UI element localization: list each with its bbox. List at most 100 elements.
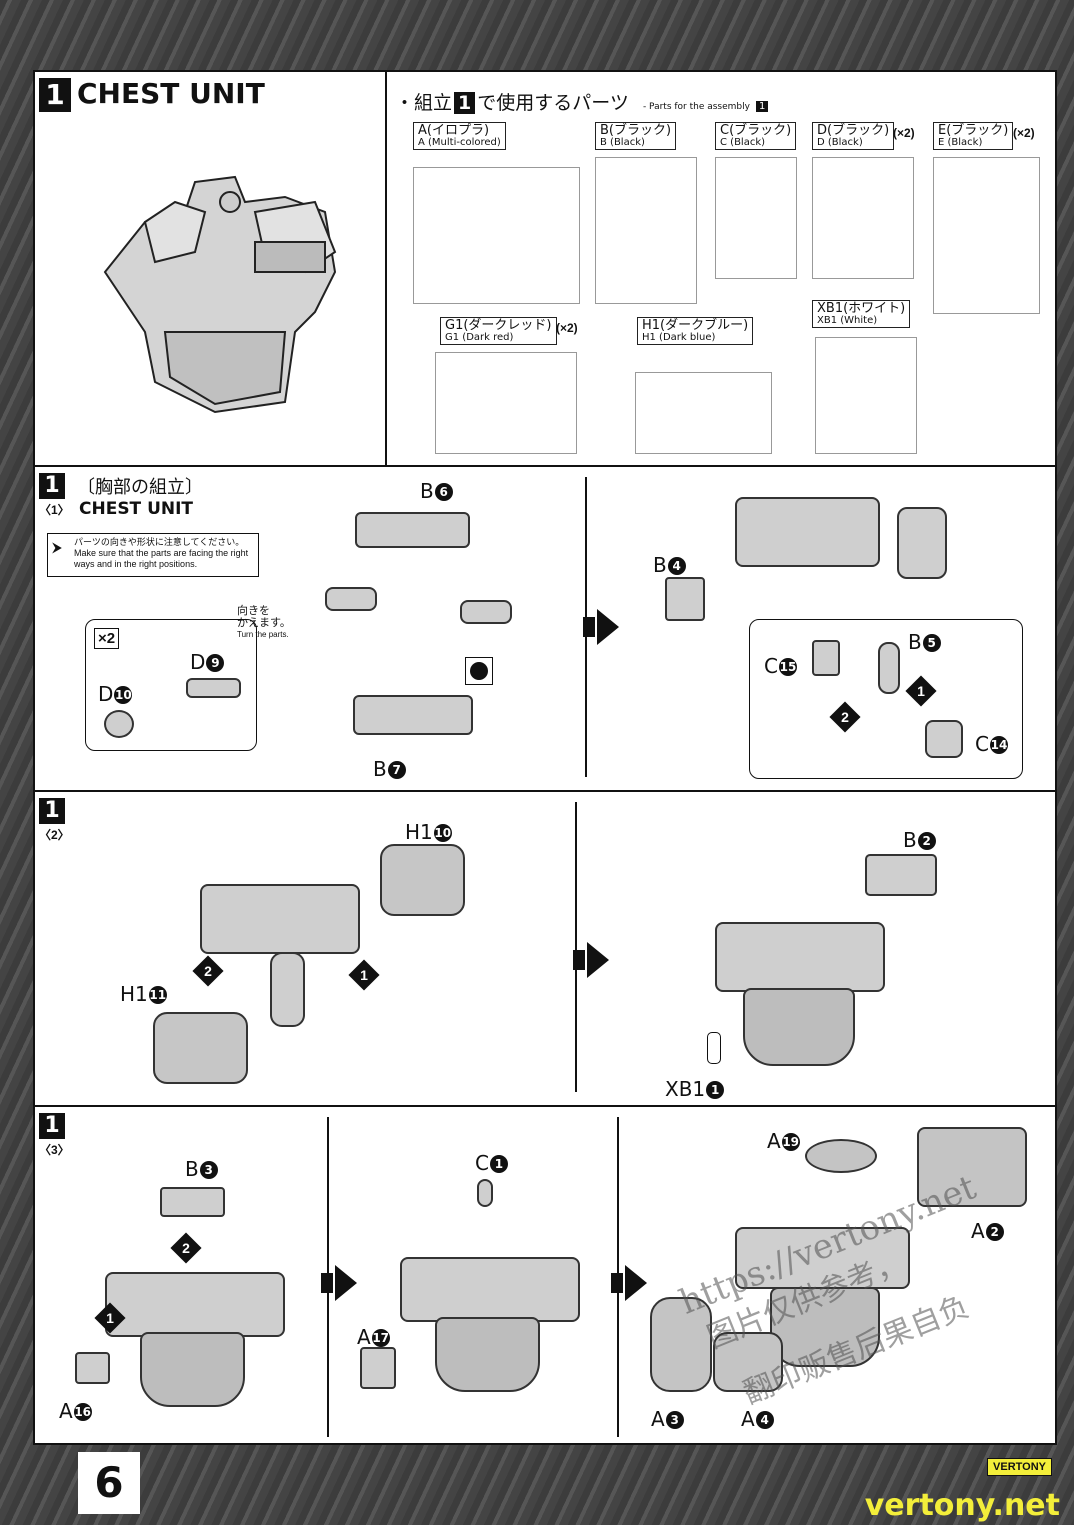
runner-d-label: D(ブラック)D (Black) [812, 122, 895, 150]
step-1-title-jp: 〔胸部の組立〕 [77, 477, 203, 498]
runner-a-frame [413, 167, 580, 304]
part-d9-left [325, 587, 377, 611]
next-arrow-4 [611, 1265, 647, 1301]
runner-e-label: E(ブラック)E (Black) [933, 122, 1014, 150]
part-b6 [355, 512, 470, 548]
step-2-number: 1 [39, 798, 65, 824]
warning-arrows-icon: ⮞ [52, 539, 63, 555]
runner-b-label: B(ブラック)B (Black) [595, 122, 677, 150]
order-badge-1: 1 [348, 959, 380, 991]
step-3-sub: 〈3〉 [39, 1143, 70, 1157]
order-badge-1: 1 [905, 675, 937, 707]
times-two-badge: ×2 [94, 628, 120, 649]
order-badge-2: 2 [170, 1232, 202, 1264]
waist-block-4 [140, 1332, 245, 1407]
waist-block-6 [770, 1287, 880, 1367]
part-b2 [865, 854, 937, 896]
part-d9-right [460, 600, 512, 624]
chest-frame-assembly-5 [400, 1257, 580, 1322]
part-a3 [650, 1297, 712, 1392]
waist-block-5 [435, 1317, 540, 1392]
chest-unit-illustration [103, 175, 337, 414]
page-title: CHEST UNIT [77, 77, 265, 110]
chest-frame-assembly-1 [735, 497, 880, 567]
shoulder-joint-left [270, 952, 305, 1027]
runner-c-label: C(ブラック)C (Black) [715, 122, 797, 150]
parts-heading-jp-post: で使用するパーツ [477, 92, 629, 114]
runner-e-frame [933, 157, 1040, 314]
chest-frame-assembly-2 [200, 884, 360, 954]
header-divider [385, 72, 387, 465]
step-1-number: 1 [39, 473, 65, 499]
part-a17 [360, 1347, 396, 1389]
order-badge-2: 2 [192, 955, 224, 987]
part-a16 [75, 1352, 110, 1384]
part-a19 [805, 1139, 877, 1173]
runner-xb1-frame [815, 337, 917, 454]
brand-logo-text: vertony.net [864, 1488, 1060, 1523]
runner-d-frame [812, 157, 914, 279]
sprue-cut-icon [465, 657, 493, 685]
runner-e-multiplier: (×2) [1013, 126, 1035, 140]
part-b3 [160, 1187, 225, 1217]
step-1-title-en: CHEST UNIT [79, 499, 194, 519]
parts-heading-jp-pre: 組立 [414, 92, 453, 114]
parts-heading-en: - Parts for the assembly [642, 102, 750, 112]
part-h1-11 [153, 1012, 248, 1084]
runner-g1-label: G1(ダークレッド)G1 (Dark red) [440, 317, 557, 345]
part-d9 [186, 678, 241, 698]
next-arrow-3 [321, 1265, 357, 1301]
part-b5 [878, 642, 900, 694]
next-arrow-1 [583, 609, 619, 645]
runner-xb1-label: XB1(ホワイト)XB1 (White) [812, 300, 911, 328]
order-badge-1: 1 [94, 1302, 126, 1334]
part-b4 [665, 577, 705, 621]
step-2-divider [575, 802, 577, 1092]
orientation-note-text: パーツの向きや形状に注意してください。 Make sure that the p… [74, 537, 249, 569]
parts-heading-bullet: ・ [395, 92, 415, 114]
step-2-sub: 〈2〉 [39, 828, 70, 842]
step-1-section: 1 〈1〉 〔胸部の組立〕 CHEST UNIT ⮞ パーツの向きや形状に注意し… [35, 467, 1055, 792]
part-c14 [925, 720, 963, 758]
parts-heading-en-num: 1 [756, 101, 769, 112]
part-c15 [812, 640, 840, 676]
step-3-number: 1 [39, 1113, 65, 1139]
runner-c-frame [715, 157, 797, 279]
page-number: 6 [78, 1452, 140, 1514]
part-xb1-figure [707, 1032, 721, 1064]
orientation-note: ⮞ パーツの向きや形状に注意してください。 Make sure that the… [47, 533, 259, 577]
step-number-badge: 1 [39, 78, 71, 112]
parts-heading-num: 1 [454, 92, 476, 114]
runner-d-multiplier: (×2) [893, 126, 915, 140]
chest-frame-assembly-4 [105, 1272, 285, 1337]
step-1-sub: 〈1〉 [39, 503, 70, 517]
part-b7 [353, 695, 473, 735]
part-d10 [104, 710, 134, 738]
next-arrow-2 [573, 942, 609, 978]
